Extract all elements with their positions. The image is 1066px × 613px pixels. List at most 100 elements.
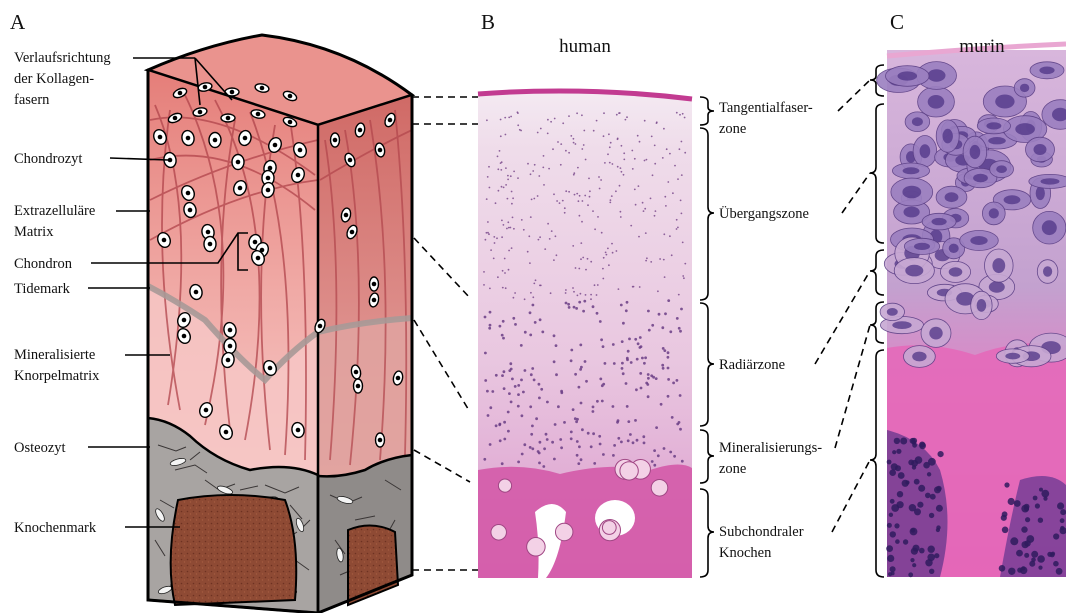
nucleus-dot (511, 203, 513, 205)
nucleus-dot (501, 374, 504, 377)
marrow-cell (897, 491, 903, 497)
nucleus-dot (605, 252, 607, 254)
label-chondron: Chondron (14, 256, 73, 272)
nucleus-dot (531, 367, 534, 370)
nucleus-dot (508, 250, 510, 252)
nucleus-dot (585, 294, 587, 296)
chondrocyte-c (880, 303, 904, 320)
nucleus-dot (486, 232, 488, 234)
nucleus-dot (644, 208, 646, 210)
nucleus-dot (539, 318, 542, 321)
nucleus-dot (514, 323, 517, 326)
nucleus-dot (576, 112, 578, 114)
nucleus-dot (596, 312, 599, 315)
nucleus-dot (513, 228, 515, 230)
nucleus-dot (573, 306, 576, 309)
marrow-cell (936, 528, 940, 532)
chondrocyte-c (1030, 62, 1064, 79)
nucleus-dot (483, 284, 485, 286)
nucleus-dot (572, 408, 575, 411)
nucleus-dot (647, 395, 650, 398)
marrow-cell (925, 493, 931, 499)
nucleus-dot (563, 421, 566, 424)
nucleus-dot (512, 217, 514, 219)
nucleus-dot (495, 424, 498, 427)
nucleus-dot (621, 171, 623, 173)
marrow-cell (891, 504, 899, 512)
nucleus-dot (588, 178, 590, 180)
nucleus-dot (648, 329, 651, 332)
nucleus-dot (484, 379, 487, 382)
chondrocyte-c (936, 186, 967, 208)
nucleus-dot (667, 356, 670, 359)
nucleus-dot (601, 400, 604, 403)
nucleus-dot (626, 116, 628, 118)
nucleus-dot (499, 439, 502, 442)
nucleus-dot (503, 438, 506, 441)
nucleus-dot (549, 238, 551, 240)
nucleus-dot (486, 390, 489, 393)
marrow-cell (892, 450, 896, 454)
lacuna (602, 521, 616, 535)
nucleus-dot (587, 432, 590, 435)
nucleus-dot (647, 373, 650, 376)
nucleus-dot (495, 374, 498, 377)
nucleus-dot (511, 378, 514, 381)
nucleus-dot (637, 342, 640, 345)
nucleus-dot (584, 360, 587, 363)
nucleus-dot (575, 307, 578, 310)
marrow-cell (910, 558, 914, 562)
marrow-cell (936, 505, 943, 512)
nucleus-dot (664, 312, 667, 315)
marrow-cell (887, 555, 894, 562)
nucleus-dot (533, 198, 535, 200)
nucleus-dot (593, 462, 596, 465)
marrow-cell (929, 569, 934, 574)
nucleus-dot (603, 135, 605, 137)
nucleus-dot (505, 287, 507, 289)
nucleus-dot (508, 117, 510, 119)
marrow-cell (1021, 526, 1027, 532)
nucleus-dot (542, 465, 545, 468)
nucleus-dot (503, 387, 506, 390)
nucleus-dot (684, 117, 686, 119)
nucleus-dot (646, 383, 649, 386)
nucleus-dot (529, 262, 531, 264)
nucleus-dot (578, 301, 581, 304)
nucleus-dot (577, 462, 580, 465)
nucleus-dot (641, 357, 644, 360)
nucleus-dot (603, 257, 605, 259)
nucleus-dot (684, 152, 686, 154)
nucleus-dot (666, 148, 668, 150)
nucleus-dot (502, 287, 504, 289)
nucleus-dot (662, 157, 664, 159)
nucleus-dot (507, 179, 509, 181)
nucleus-dot (581, 148, 583, 150)
nucleus-dot (579, 195, 581, 197)
nucleus-dot (553, 193, 555, 195)
nucleus-dot (663, 259, 665, 261)
marrow-cell (1060, 509, 1066, 515)
nucleus-dot (672, 192, 674, 194)
nucleus-dot (580, 402, 583, 405)
marrow-cell (1056, 568, 1063, 575)
nucleus-dot (491, 390, 494, 393)
marrow-cell (910, 438, 916, 444)
nucleus-dot (523, 229, 525, 231)
zone-radial: Radiärzone (719, 357, 785, 373)
nucleus-dot (617, 138, 619, 140)
nucleus-dot (533, 283, 535, 285)
nucleus-dot (673, 455, 676, 458)
marrow-cell (898, 472, 905, 479)
nucleus-dot (517, 112, 519, 114)
marrow-cell (914, 479, 920, 485)
nucleus-dot (644, 120, 646, 122)
nucleus-dot (510, 116, 512, 118)
chondrocyte-c (894, 258, 934, 284)
nucleus-dot (602, 345, 605, 348)
nucleus-dot (608, 264, 610, 266)
nucleus-dot (663, 128, 665, 130)
nucleus-dot (538, 452, 541, 455)
panel-letter-a: A (10, 10, 26, 34)
nucleus-dot (659, 258, 661, 260)
